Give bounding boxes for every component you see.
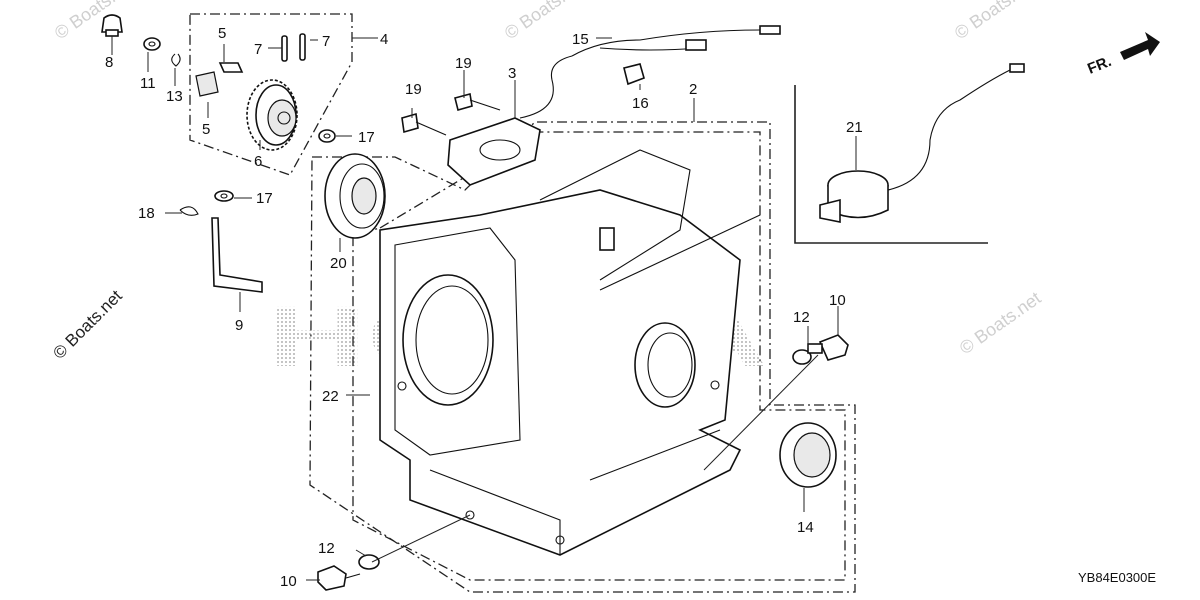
part-20-bearing xyxy=(324,153,386,239)
front-direction-arrow: FR. xyxy=(1085,32,1160,78)
label-4: 4 xyxy=(380,31,388,48)
cylinder-group-outline xyxy=(352,131,846,581)
label-2: 2 xyxy=(689,81,697,98)
part-15-wire-harness xyxy=(571,25,781,57)
part-6-governor-gear xyxy=(246,79,298,151)
label-7-right: 7 xyxy=(322,33,330,50)
leader-lines xyxy=(111,36,857,581)
label-14: 14 xyxy=(797,519,814,536)
label-19-top: 19 xyxy=(455,55,472,72)
label-16: 16 xyxy=(632,95,649,112)
crankcase-assembly-outline xyxy=(309,121,856,593)
label-15: 15 xyxy=(572,31,589,48)
part-11-washer xyxy=(143,37,161,51)
part-16-nut xyxy=(623,63,645,86)
watermark-top-right: © Boats.net xyxy=(951,0,1040,43)
part-3-switch-housing xyxy=(447,55,573,186)
label-19-left: 19 xyxy=(405,81,422,98)
oil-pump-group-outline xyxy=(189,13,353,176)
assembly-outlines xyxy=(189,13,988,593)
part-7-pins xyxy=(281,33,306,62)
label-5-top: 5 xyxy=(218,25,226,42)
part-21-inset-switch xyxy=(819,63,1025,223)
part-17-washers xyxy=(214,129,336,202)
label-22: 22 xyxy=(322,388,339,405)
label-13: 13 xyxy=(166,88,183,105)
crankcase-block xyxy=(379,149,761,556)
label-11: 11 xyxy=(140,75,156,92)
drawing-code: YB84E0300E xyxy=(1078,570,1156,585)
part-9-breather-tube xyxy=(211,217,263,293)
label-17-bottom: 17 xyxy=(256,190,273,207)
label-12-right: 12 xyxy=(793,309,810,326)
label-10-right: 10 xyxy=(829,292,846,309)
part-8-cap xyxy=(101,14,123,37)
label-17-top: 17 xyxy=(358,129,375,146)
label-20: 20 xyxy=(330,255,347,272)
label-6: 6 xyxy=(254,153,262,170)
part-14-oil-seal xyxy=(779,422,837,488)
part-18-clip xyxy=(179,206,199,216)
watermark-top-left: © Boats.net xyxy=(51,0,140,43)
label-18: 18 xyxy=(138,205,155,222)
part-13-clip xyxy=(171,53,181,67)
part-number-labels: 8 11 13 5 5 7 7 4 6 17 17 18 9 20 22 19 … xyxy=(105,25,863,590)
inset-frame xyxy=(794,85,988,244)
part-5-pump-pieces xyxy=(195,62,244,97)
label-21: 21 xyxy=(846,119,863,136)
label-8: 8 xyxy=(105,54,113,71)
watermark-left: © Boats.net xyxy=(49,286,126,363)
label-9: 9 xyxy=(235,317,243,334)
label-12-bottom: 12 xyxy=(318,540,335,557)
watermark-right: © Boats.net xyxy=(956,288,1045,358)
part-10-12-bottom xyxy=(317,554,380,591)
label-5-bottom: 5 xyxy=(202,121,210,138)
part-10-12-right xyxy=(792,334,849,365)
label-10-bottom: 10 xyxy=(280,573,297,590)
label-7-left: 7 xyxy=(254,41,262,58)
label-3: 3 xyxy=(508,65,516,82)
fr-label: FR. xyxy=(1085,53,1114,78)
part-19-bolts xyxy=(401,93,501,136)
